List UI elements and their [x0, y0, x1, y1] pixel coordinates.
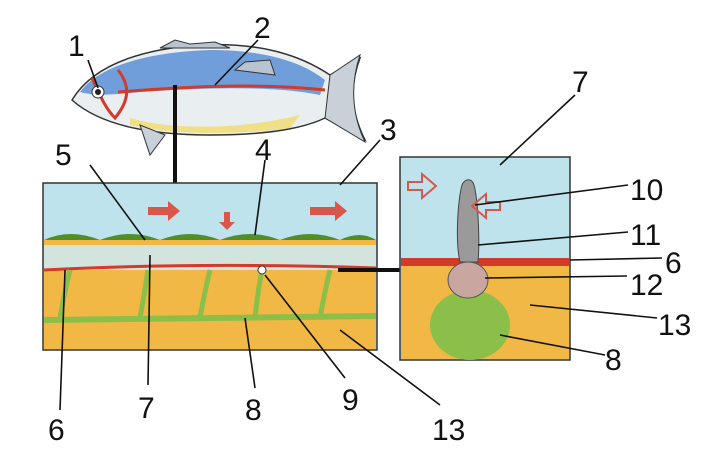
scales	[44, 234, 376, 240]
label-6-left: 6	[48, 414, 65, 447]
neuromast-detail-panel	[399, 156, 571, 361]
label-8-right: 8	[605, 344, 622, 377]
cross-section-panel	[42, 182, 378, 351]
label-8-left: 8	[245, 394, 262, 427]
label-6-right: 6	[665, 247, 682, 280]
label-7-left: 7	[138, 392, 155, 425]
fish-lateral-line	[117, 84, 326, 94]
label-13-left: 13	[432, 414, 465, 447]
label-9: 9	[342, 384, 359, 417]
label-3: 3	[380, 114, 397, 147]
label-5: 5	[55, 139, 72, 172]
fish-illustration	[71, 39, 367, 157]
label-1: 1	[68, 30, 85, 63]
label-10: 10	[630, 174, 663, 207]
label-2: 2	[254, 12, 271, 45]
label-13-right: 13	[658, 309, 691, 342]
labels: 1 2 3 4 5 6 7 8 9 13 7 10 11 6 12 13 8	[48, 12, 691, 447]
cupula	[456, 179, 480, 263]
label-7-right: 7	[572, 66, 589, 99]
label-12: 12	[630, 269, 663, 302]
leader-lines	[59, 39, 663, 411]
label-11: 11	[630, 219, 661, 252]
label-4: 4	[255, 134, 272, 167]
